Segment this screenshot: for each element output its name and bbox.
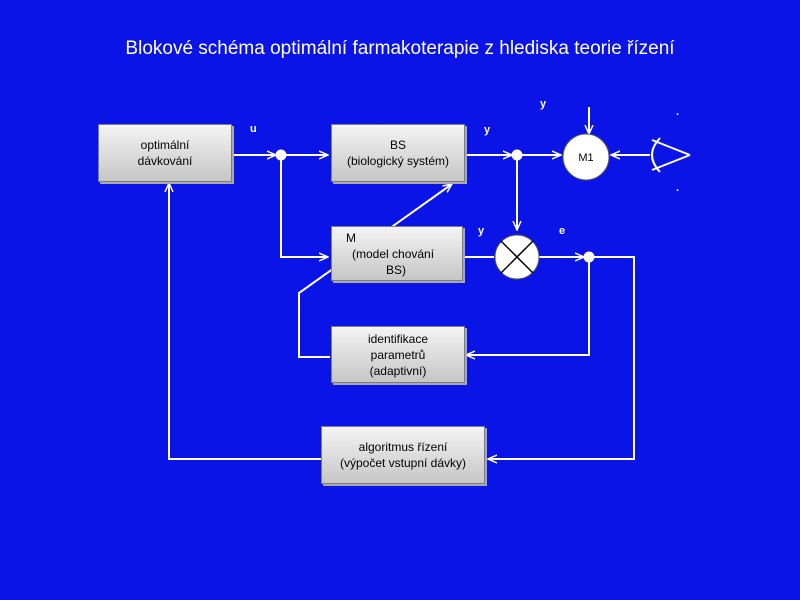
wire-node-e-to-algorithm [488, 256, 635, 459]
block-algorithm-line2: (výpočet vstupní dávky) [339, 456, 467, 470]
wire-node-u-to-model [280, 160, 328, 257]
block-biological-system: BS (biologický systém) [331, 124, 465, 182]
block-identification-line3: (adaptivní) [369, 363, 427, 378]
signal-dot-lower: . [676, 182, 680, 194]
m1-label: M1 [578, 152, 593, 164]
block-parameter-identification: identifikace parametrů (adaptivní) [331, 326, 465, 383]
block-identification-line2: parametrů [370, 347, 426, 362]
block-control-algorithm: algoritmus řízení (výpočet vstupní dávky… [321, 426, 485, 484]
wire-node-e-to-identification [466, 262, 590, 355]
block-model-line3: BS) [386, 262, 407, 277]
junction-node-y [511, 149, 523, 161]
block-bs-line1: BS [389, 138, 406, 152]
wire-algorithm-to-dosing [169, 183, 322, 460]
block-optimal-dosing-line2: dávkování [137, 154, 193, 168]
signal-label-y-model: y [478, 225, 485, 237]
block-model-line1: M [346, 230, 356, 245]
signal-label-e: e [559, 225, 566, 237]
block-algorithm-line1: algoritmus řízení [358, 440, 448, 454]
signal-dot-upper: . [676, 106, 680, 118]
signal-label-y-top: y [540, 98, 547, 110]
m1-circle [562, 133, 610, 181]
eye-icon [651, 137, 691, 173]
comparator-icon [494, 234, 540, 280]
block-bs-line2: (biologický systém) [346, 154, 450, 168]
block-model: M (model chování BS) [331, 226, 463, 281]
block-optimal-dosing: optimální dávkování [98, 124, 232, 182]
junction-node-u [275, 149, 287, 161]
junction-node-e [583, 251, 595, 263]
block-identification-line1: identifikace [367, 331, 429, 346]
diagram-title: Blokové schéma optimální farmakoterapie … [125, 38, 675, 59]
signal-label-u: u [250, 123, 257, 135]
block-optimal-dosing-line1: optimální [140, 138, 190, 152]
block-model-line2: (model chování [352, 246, 435, 261]
signal-label-y-bs: y [484, 124, 491, 136]
